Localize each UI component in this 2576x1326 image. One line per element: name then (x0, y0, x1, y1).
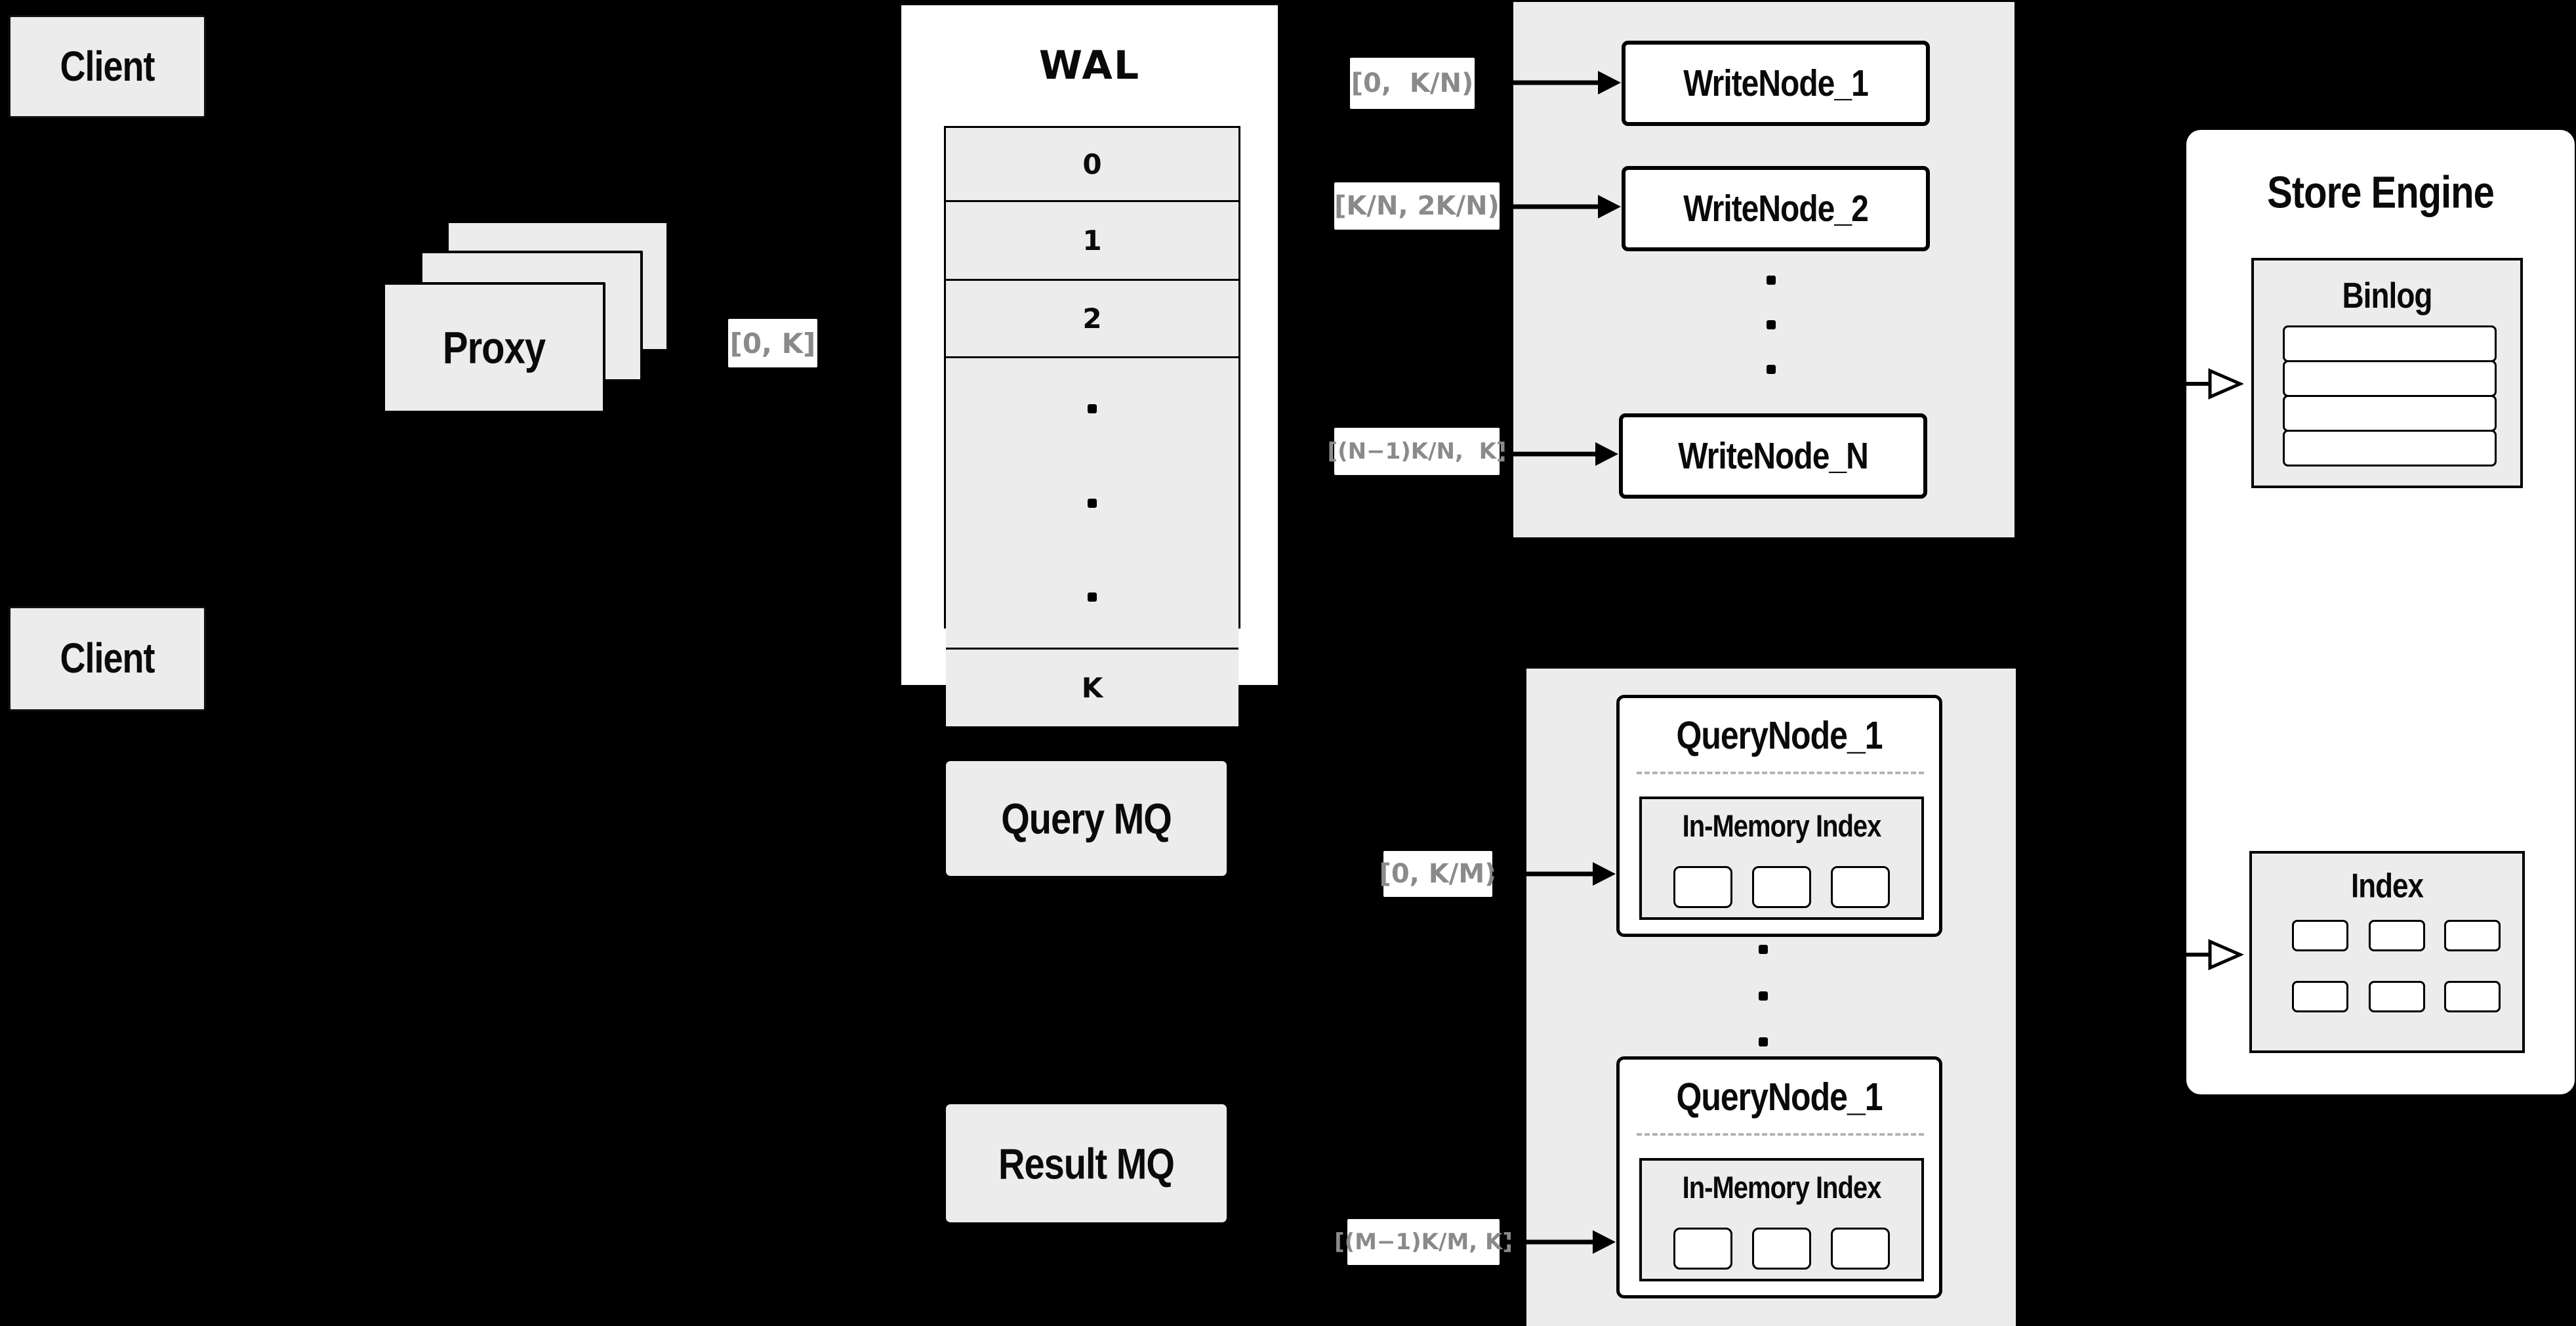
ellipsis-dot (1759, 991, 1768, 1001)
proxy-card-front: Proxy (382, 282, 605, 413)
index-box: Index (2249, 851, 2525, 1053)
binlog-title: Binlog (2342, 275, 2432, 316)
index-segment (2292, 981, 2348, 1012)
binlog-row (2283, 325, 2497, 362)
client-box-bottom: Client (9, 606, 206, 711)
index-title-wrap: Index (2252, 865, 2522, 907)
range-chip-write-n: [(N−1)K/N, K] (1328, 428, 1506, 475)
range-chip-query-1: [0, K/M) (1380, 851, 1496, 897)
inmemory-index-box: In-Memory Index (1639, 797, 1924, 920)
segment-row (1642, 1228, 1921, 1270)
write-node-1-label: WriteNode_1 (1683, 62, 1869, 104)
ellipsis-dot (1088, 498, 1097, 508)
inmemory-index-title: In-Memory Index (1682, 809, 1882, 844)
wal-title-wrap: WAL (901, 39, 1278, 92)
ellipsis-dot (1088, 404, 1097, 413)
write-node-2-label: WriteNode_2 (1683, 188, 1869, 230)
store-engine-title: Store Engine (2267, 167, 2495, 218)
index-title: Index (2351, 867, 2424, 905)
proxy-label: Proxy (442, 322, 546, 373)
wal-box: WAL 0 1 2 K (899, 3, 1280, 726)
wal-row-2: 2 (946, 281, 1238, 358)
binlog-box: Binlog (2251, 258, 2523, 488)
query-node-bottom-title-wrap: QueryNode_1 (1620, 1073, 1939, 1121)
ellipsis-dot (1767, 276, 1776, 285)
arrow-right-icon (1492, 862, 1616, 886)
query-node-top-title: QueryNode_1 (1676, 713, 1883, 758)
query-node-bottom-title: QueryNode_1 (1676, 1075, 1883, 1119)
write-node-1-box: WriteNode_1 (1622, 41, 1930, 126)
binlog-row (2283, 395, 2497, 432)
arrow-right-icon (1500, 1230, 1616, 1254)
hollow-arrow-right-icon (2155, 939, 2243, 970)
index-segment (2444, 981, 2501, 1012)
segment (1752, 866, 1811, 908)
result-mq-label: Result MQ (998, 1138, 1175, 1188)
binlog-rows (2283, 325, 2497, 466)
divider-dashed (1637, 772, 1924, 774)
wal-row-1: 1 (946, 202, 1238, 281)
segment (1673, 1228, 1732, 1270)
range-chip-write-1: [0, K/N) (1350, 58, 1475, 109)
wal-title: WAL (1038, 43, 1141, 89)
binlog-title-wrap: Binlog (2254, 272, 2520, 318)
wal-table: 0 1 2 K (944, 126, 1240, 726)
store-engine-title-wrap: Store Engine (2186, 166, 2575, 218)
inmemory-index-title: In-Memory Index (1682, 1171, 1882, 1205)
index-segment (2369, 920, 2425, 951)
index-segment (2444, 920, 2501, 951)
client-top-label: Client (60, 43, 155, 90)
index-segment (2369, 981, 2425, 1012)
query-node-top-box: QueryNode_1 In-Memory Index (1616, 695, 1942, 937)
query-node-bottom-box: QueryNode_1 In-Memory Index (1616, 1056, 1942, 1298)
wal-row-ellipsis (946, 358, 1238, 650)
ellipsis-dot (1088, 592, 1097, 602)
ellipsis-dot (1767, 320, 1776, 329)
arrow-right-icon (1500, 442, 1618, 466)
store-engine-box: Store Engine Binlog Index (2186, 130, 2575, 1094)
index-segment (2292, 920, 2348, 951)
segment (1831, 1228, 1890, 1270)
client-bottom-label: Client (60, 635, 155, 682)
arrow-right-icon (1500, 195, 1621, 218)
wal-row-k: K (946, 650, 1238, 726)
range-chip-proxy-out: [0, K] (728, 319, 817, 367)
query-node-ellipsis (1759, 945, 1768, 1046)
segment-row (1642, 866, 1921, 908)
inmemory-index-title-wrap: In-Memory Index (1642, 807, 1921, 846)
inmemory-index-title-wrap: In-Memory Index (1642, 1169, 1921, 1208)
write-node-n-label: WriteNode_N (1678, 435, 1868, 477)
result-mq-box: Result MQ (946, 1104, 1227, 1222)
range-chip-write-2: [K/N, 2K/N) (1334, 182, 1500, 230)
divider-dashed (1637, 1133, 1924, 1136)
query-mq-box: Query MQ (946, 761, 1227, 876)
ellipsis-dot (1759, 945, 1768, 954)
segment (1831, 866, 1890, 908)
segment (1752, 1228, 1811, 1270)
hollow-arrow-right-icon (2155, 368, 2243, 400)
wal-row-0: 0 (946, 128, 1238, 202)
binlog-row (2283, 360, 2497, 397)
write-node-2-box: WriteNode_2 (1622, 166, 1930, 251)
query-node-top-title-wrap: QueryNode_1 (1620, 711, 1939, 760)
segment (1673, 866, 1732, 908)
arrow-right-icon (1475, 71, 1621, 94)
inmemory-index-box: In-Memory Index (1639, 1158, 1924, 1281)
binlog-row (2283, 430, 2497, 466)
ellipsis-dot (1767, 365, 1776, 374)
write-node-n-box: WriteNode_N (1619, 413, 1927, 499)
client-box-top: Client (9, 15, 206, 118)
ellipsis-dot (1759, 1037, 1768, 1046)
range-chip-query-m: [(M−1)K/M, K] (1334, 1219, 1513, 1265)
write-node-ellipsis (1767, 276, 1776, 374)
query-mq-label: Query MQ (1001, 794, 1172, 843)
